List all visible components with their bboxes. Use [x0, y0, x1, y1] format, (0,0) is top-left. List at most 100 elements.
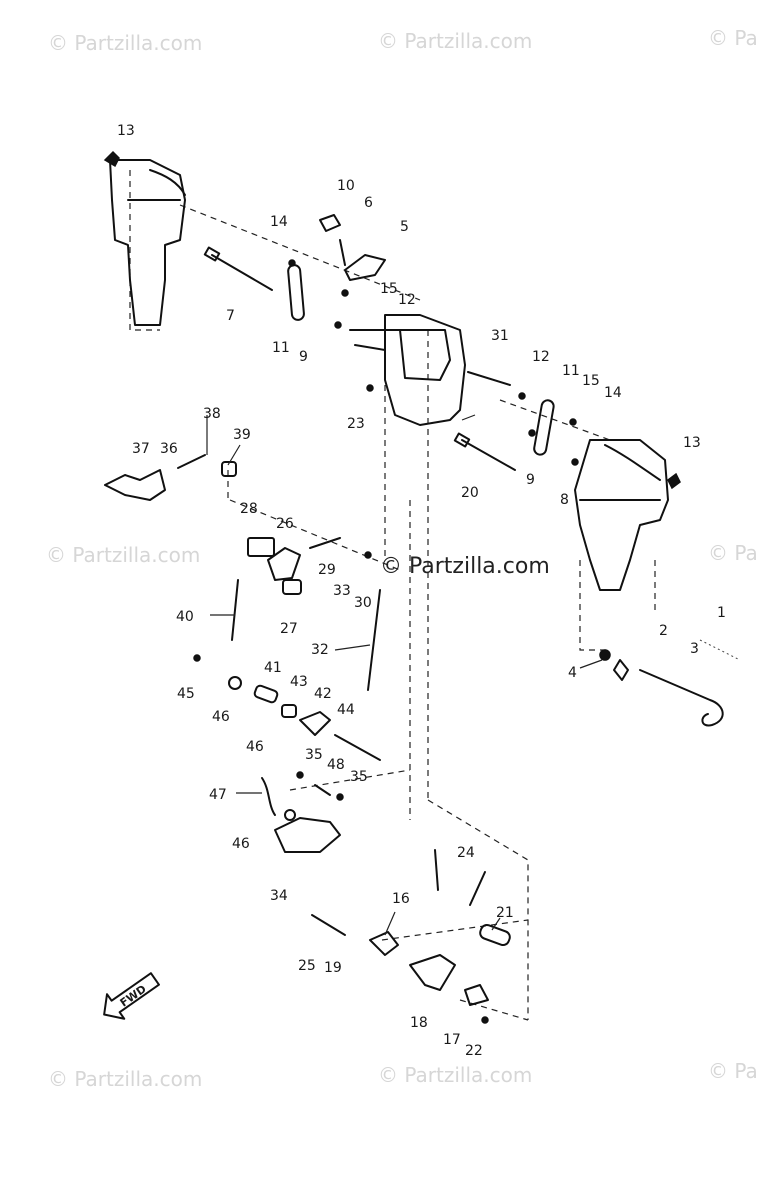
spring-24b [469, 871, 486, 906]
pin-19 [311, 914, 346, 936]
lever-rod-2 [639, 669, 724, 727]
callout-37: 37 [132, 441, 150, 457]
callout-19: 19 [324, 960, 342, 976]
shaft-44 [334, 734, 381, 761]
callout-16: 16 [392, 891, 410, 907]
callout-35a: 35 [305, 747, 323, 763]
fork-18 [409, 954, 456, 991]
callout-21: 21 [496, 905, 514, 921]
callout-27: 27 [280, 621, 298, 637]
callout-32: 32 [311, 642, 329, 658]
callout-5: 5 [400, 219, 409, 235]
callout-8: 8 [560, 492, 569, 508]
right-bracket-housing [574, 439, 681, 591]
callout-33: 33 [333, 583, 351, 599]
spring-24a [434, 849, 439, 891]
lever-5 [344, 254, 386, 281]
callout-29: 29 [318, 562, 336, 578]
callout-15b: 15 [582, 373, 600, 389]
bottom-assembly [311, 849, 511, 1006]
callout-35b: 35 [350, 769, 368, 785]
callout-38: 38 [203, 406, 221, 422]
left-bracket-housing [103, 150, 186, 326]
bolt-31 [467, 371, 511, 386]
callout-28: 28 [240, 501, 258, 517]
arm-17 [464, 984, 489, 1006]
watermark-bottom-left: © Partzilla.com [48, 1067, 202, 1091]
shafts-and-bolts [203, 246, 724, 761]
callout-22: 22 [465, 1043, 483, 1059]
callout-43: 43 [290, 674, 308, 690]
callout-46c: 46 [232, 836, 250, 852]
callout-36: 36 [160, 441, 178, 457]
watermark-top-right: © Pa [708, 26, 758, 50]
callout-3: 3 [690, 641, 699, 657]
callout-13a: 13 [117, 123, 135, 139]
callout-23: 23 [347, 416, 365, 432]
callout-18: 18 [410, 1015, 428, 1031]
fasteners [193, 259, 611, 1024]
callout-12b: 12 [532, 349, 550, 365]
shaft-7 [211, 254, 273, 291]
watermark-top-center: © Partzilla.com [378, 29, 532, 53]
callout-7: 7 [226, 308, 235, 324]
center-bracket-housing [349, 314, 466, 426]
watermark-bottom-right: © Pa [708, 1059, 758, 1083]
parts-2-4 [613, 659, 629, 681]
watermark-mid-left: © Partzilla.com [46, 543, 200, 567]
spring-6 [339, 239, 346, 266]
lever-assembly-36-39 [104, 454, 237, 501]
callout-40: 40 [176, 609, 194, 625]
callout-42: 42 [314, 686, 332, 702]
callout-25: 25 [298, 958, 316, 974]
rods-40-32 [231, 579, 381, 691]
callout-31: 31 [491, 328, 509, 344]
watermarks: © Partzilla.com © Partzilla.com © Pa © P… [46, 26, 758, 1091]
callout-48: 48 [327, 757, 345, 773]
linkage-41-48 [228, 676, 341, 853]
callout-45: 45 [177, 686, 195, 702]
callout-15a: 15 [380, 281, 398, 297]
callout-26: 26 [276, 516, 294, 532]
callout-9a: 9 [299, 349, 308, 365]
callout-39: 39 [233, 427, 251, 443]
roller-21 [479, 923, 511, 947]
callout-14b: 14 [604, 385, 622, 401]
callout-44: 44 [337, 702, 355, 718]
callout-30: 30 [354, 595, 372, 611]
callout-17: 17 [443, 1032, 461, 1048]
callout-9b: 9 [526, 472, 535, 488]
leader-lines [206, 414, 603, 936]
assembly-guide-lines [129, 170, 741, 1021]
callout-6: 6 [364, 195, 373, 211]
fwd-arrow: FWD [103, 972, 160, 1020]
link-plate-11-left [287, 264, 305, 321]
callout-41: 41 [264, 660, 282, 676]
shaft-20 [461, 439, 516, 471]
watermark-mid-right: © Pa [708, 541, 758, 565]
cam-16 [369, 931, 399, 956]
callout-11a: 11 [272, 340, 290, 356]
callout-13b: 13 [683, 435, 701, 451]
callout-10: 10 [337, 178, 355, 194]
callout-46b: 46 [246, 739, 264, 755]
link-plates [287, 214, 555, 456]
callout-20: 20 [461, 485, 479, 501]
callout-34: 34 [270, 888, 288, 904]
callout-12a: 12 [398, 292, 416, 308]
callout-1: 1 [717, 605, 726, 621]
bracket-26-29 [247, 537, 341, 595]
watermark-top-left: © Partzilla.com [48, 31, 202, 55]
callout-14a: 14 [270, 214, 288, 230]
callout-2: 2 [659, 623, 668, 639]
callout-24: 24 [457, 845, 475, 861]
callout-47: 47 [209, 787, 227, 803]
callout-numbers: 13 10 6 14 5 7 15 12 11 9 31 12 11 15 14… [117, 123, 726, 1059]
callout-4: 4 [568, 665, 577, 681]
link-plate-11-right [533, 399, 555, 456]
callout-46a: 46 [212, 709, 230, 725]
callout-11b: 11 [562, 363, 580, 379]
watermark-bottom-center: © Partzilla.com [378, 1063, 532, 1087]
watermark-center: © Partzilla.com [380, 554, 550, 579]
